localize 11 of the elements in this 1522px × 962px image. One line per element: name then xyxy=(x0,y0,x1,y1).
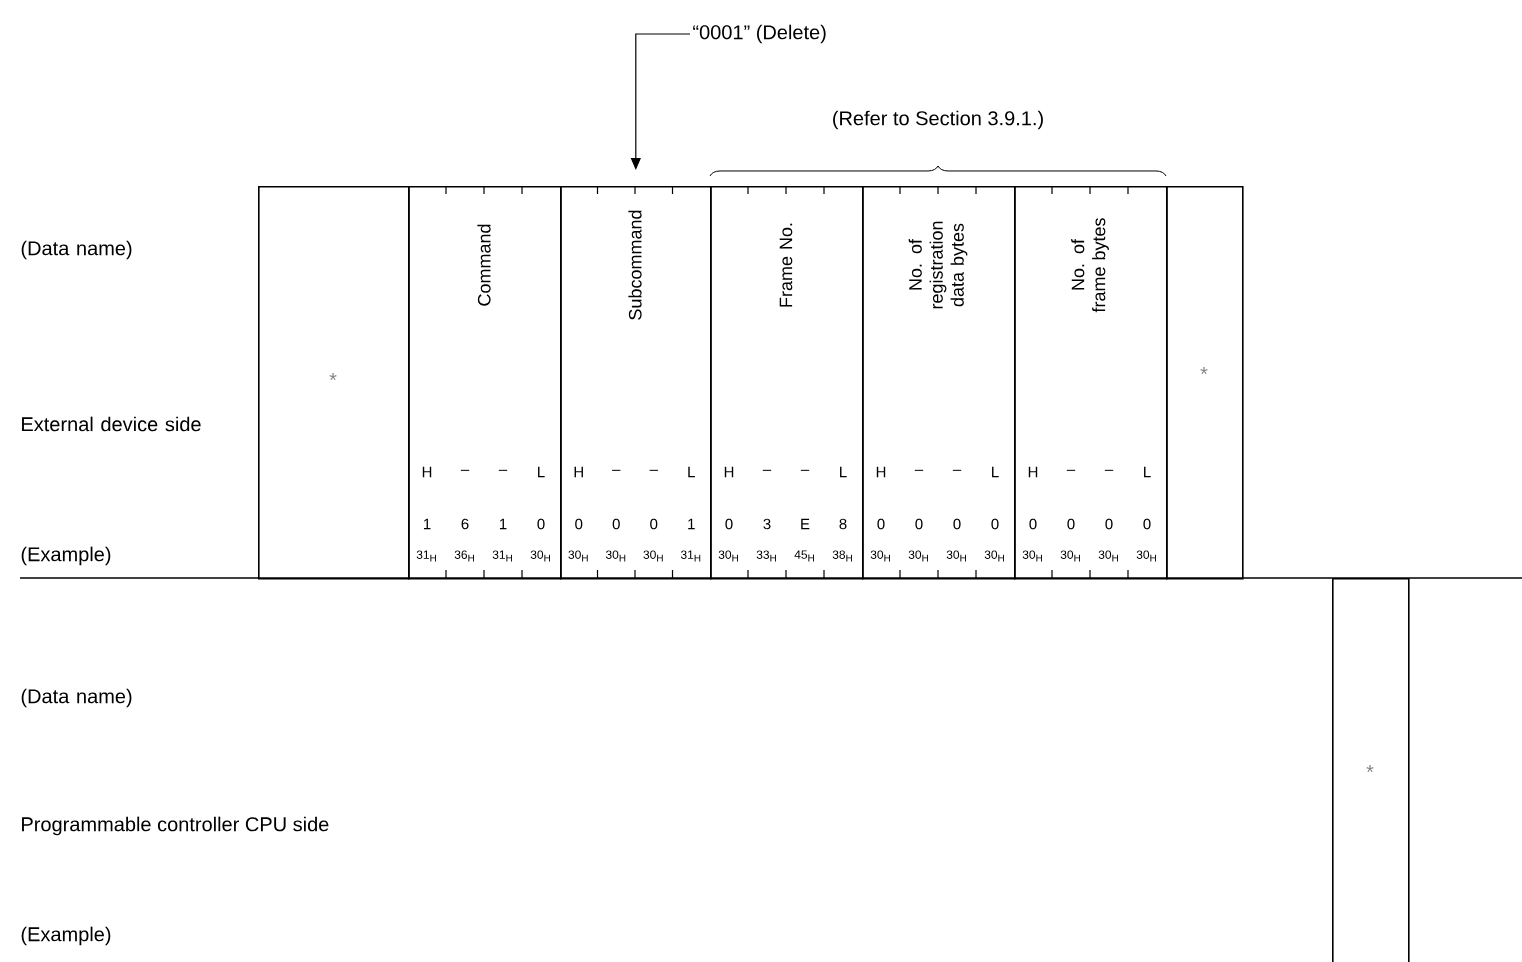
row-label: (Data name) xyxy=(21,240,132,260)
row-label: (Data name) xyxy=(21,688,132,708)
callout-text: “0001” (Delete) xyxy=(693,24,826,44)
asterisk-cell: * xyxy=(1166,186,1244,580)
row-label: (Example) xyxy=(21,926,111,946)
asterisk-cell: * xyxy=(1332,577,1410,962)
row-label: Programmable controller CPU side xyxy=(22,816,329,836)
asterisk-cell: * xyxy=(258,186,410,580)
row-label: (Refer to Section 3.9.1.) xyxy=(833,110,1043,130)
row-label: (Example) xyxy=(21,546,111,566)
row-label: External device side xyxy=(22,416,201,432)
